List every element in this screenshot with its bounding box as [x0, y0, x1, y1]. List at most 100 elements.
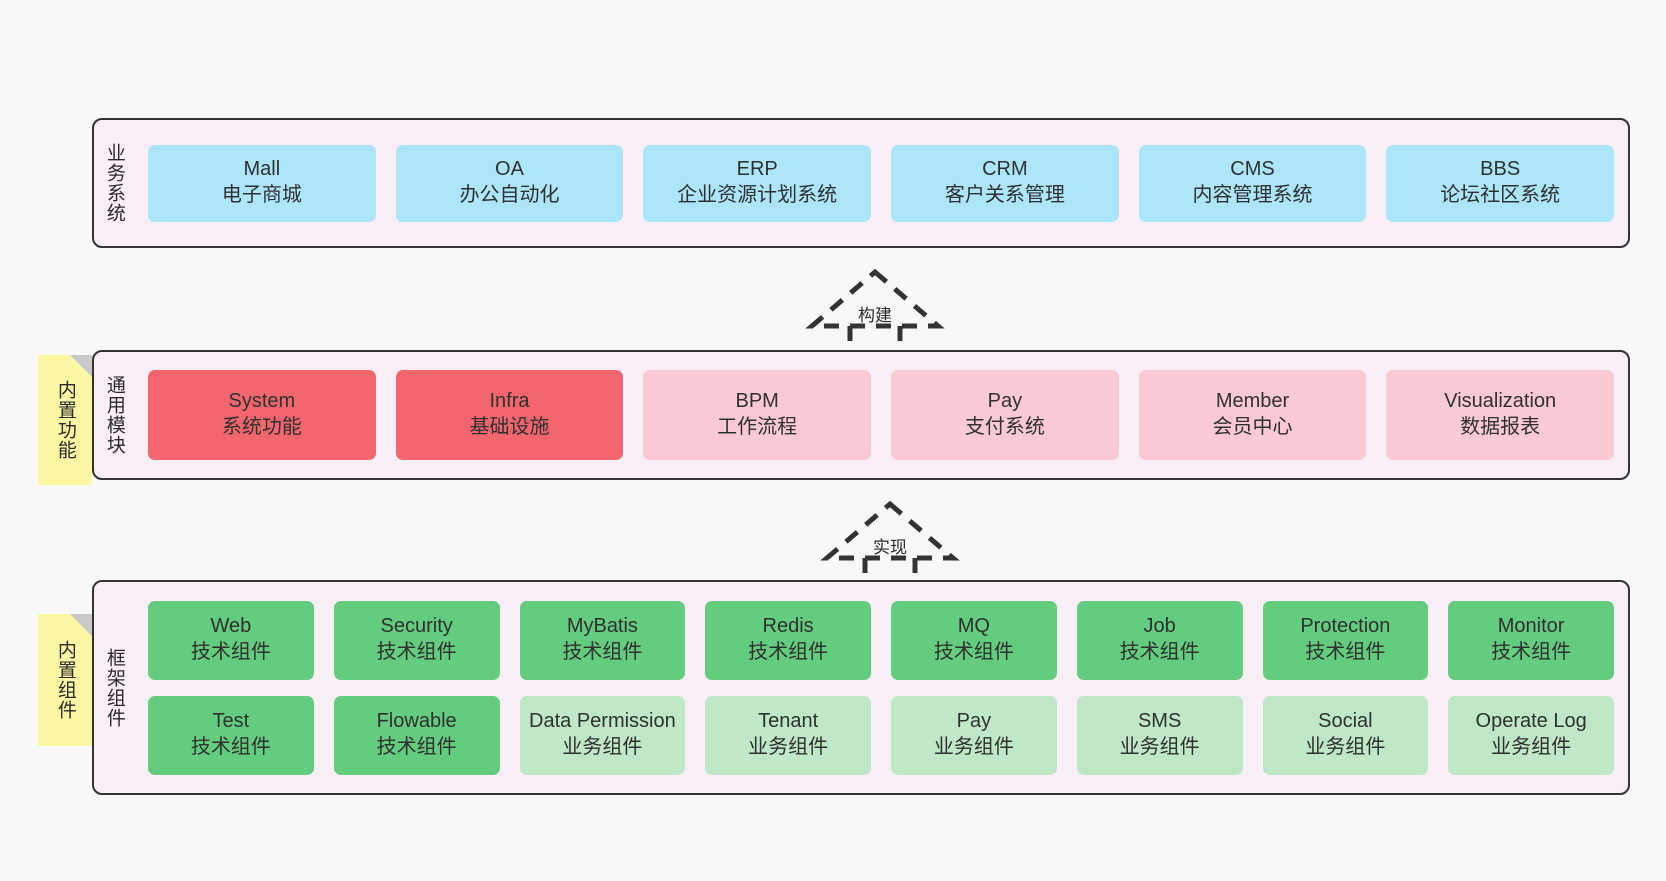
- card-mq-desc: 技术组件: [933, 641, 1014, 663]
- card-operate-log-desc: 业务组件: [1491, 736, 1572, 758]
- card-tenant-desc: 业务组件: [748, 736, 829, 758]
- layer-common-modules: 通用模块 System 系统功能 Infra 基础设施 BPM 工作流程 Pay…: [92, 350, 1630, 480]
- card-job[interactable]: Job 技术组件: [1076, 600, 1243, 680]
- framework-components-row-2: Test 技术组件 Flowable 技术组件 Data Permission …: [148, 695, 1614, 775]
- card-web-name: Web: [210, 615, 252, 638]
- layer-business-systems-label: 业务系统: [103, 143, 125, 223]
- card-crm-name: CRM: [982, 158, 1028, 181]
- card-oa[interactable]: OA 办公自动化: [395, 144, 624, 222]
- common-modules-row: System 系统功能 Infra 基础设施 BPM 工作流程 Pay 支付系统…: [148, 370, 1615, 460]
- implement-connector-label: 实现: [873, 538, 907, 557]
- card-erp-name: ERP: [736, 158, 778, 181]
- card-monitor-desc: 技术组件: [1491, 641, 1572, 663]
- card-protection-desc: 技术组件: [1305, 641, 1386, 663]
- card-test-name: Test: [212, 710, 250, 733]
- card-flowable-desc: 技术组件: [376, 736, 457, 758]
- card-flowable[interactable]: Flowable 技术组件: [333, 695, 500, 775]
- card-cms[interactable]: CMS 内容管理系统: [1138, 144, 1367, 222]
- card-crm[interactable]: CRM 客户关系管理: [891, 144, 1119, 222]
- card-erp[interactable]: ERP 企业资源计划系统: [643, 144, 872, 222]
- card-redis-name: Redis: [762, 615, 814, 638]
- implement-connector: 实现: [815, 500, 965, 591]
- card-web-desc: 技术组件: [190, 641, 271, 663]
- layer-framework-components-label: 框架组件: [103, 647, 125, 728]
- layer-framework-components-body: Web 技术组件 Security 技术组件 MyBatis 技术组件 Redi…: [134, 582, 1628, 793]
- card-security[interactable]: Security 技术组件: [333, 600, 500, 680]
- layer-common-modules-body: System 系统功能 Infra 基础设施 BPM 工作流程 Pay 支付系统…: [134, 352, 1628, 478]
- card-member-name: Member: [1215, 390, 1290, 413]
- card-pay-module[interactable]: Pay 支付系统: [891, 370, 1119, 460]
- card-visualization-desc: 数据报表: [1460, 416, 1541, 438]
- card-tenant[interactable]: Tenant 业务组件: [705, 695, 871, 775]
- card-bbs-desc: 论坛社区系统: [1440, 184, 1561, 206]
- business-systems-row: Mall 电子商城 OA 办公自动化 ERP 企业资源计划系统 CRM 客户关系…: [148, 144, 1615, 222]
- card-redis-desc: 技术组件: [748, 641, 829, 663]
- card-mall[interactable]: Mall 电子商城: [148, 144, 376, 222]
- card-test[interactable]: Test 技术组件: [148, 695, 314, 775]
- card-data-permission[interactable]: Data Permission 业务组件: [519, 695, 686, 775]
- card-bpm[interactable]: BPM 工作流程: [643, 370, 872, 460]
- framework-components-row-1: Web 技术组件 Security 技术组件 MyBatis 技术组件 Redi…: [148, 600, 1614, 680]
- note-fold-icon: [70, 355, 92, 377]
- card-mybatis[interactable]: MyBatis 技术组件: [519, 600, 686, 680]
- card-erp-desc: 企业资源计划系统: [677, 184, 838, 206]
- card-sms-desc: 业务组件: [1119, 736, 1200, 758]
- layer-common-modules-label: 通用模块: [103, 375, 125, 455]
- note-builtin-features-label: 内置功能: [54, 380, 76, 460]
- card-mybatis-name: MyBatis: [566, 615, 638, 638]
- card-pay-component-desc: 业务组件: [933, 736, 1014, 758]
- build-connector-label: 构建: [858, 306, 892, 325]
- card-mall-name: Mall: [243, 158, 281, 181]
- build-connector: 构建: [800, 268, 950, 359]
- card-pay-component[interactable]: Pay 业务组件: [891, 695, 1057, 775]
- card-operate-log[interactable]: Operate Log 业务组件: [1448, 695, 1614, 775]
- card-monitor-name: Monitor: [1497, 615, 1565, 638]
- card-social-desc: 业务组件: [1305, 736, 1386, 758]
- card-sms[interactable]: SMS 业务组件: [1076, 695, 1243, 775]
- card-flowable-name: Flowable: [376, 710, 457, 733]
- card-job-desc: 技术组件: [1119, 641, 1200, 663]
- card-infra[interactable]: Infra 基础设施: [395, 370, 624, 460]
- layer-business-systems-body: Mall 电子商城 OA 办公自动化 ERP 企业资源计划系统 CRM 客户关系…: [134, 120, 1628, 246]
- card-oa-name: OA: [495, 158, 524, 181]
- note-builtin-components: 内置组件: [38, 614, 92, 746]
- card-infra-name: Infra: [489, 390, 530, 413]
- card-infra-desc: 基础设施: [469, 416, 550, 438]
- card-mall-desc: 电子商城: [221, 184, 302, 206]
- card-member[interactable]: Member 会员中心: [1138, 370, 1367, 460]
- card-social-name: Social: [1318, 710, 1373, 733]
- layer-business-systems: 业务系统 Mall 电子商城 OA 办公自动化 ERP 企业资源计划系统 CRM…: [92, 118, 1630, 248]
- card-bpm-name: BPM: [735, 390, 779, 413]
- card-pay-module-desc: 支付系统: [964, 416, 1045, 438]
- card-visualization-name: Visualization: [1444, 390, 1557, 413]
- card-job-name: Job: [1143, 615, 1176, 638]
- note-builtin-features: 内置功能: [38, 355, 92, 485]
- layer-framework-components: 框架组件 Web 技术组件 Security 技术组件 MyBatis 技术组件…: [92, 580, 1630, 795]
- card-visualization[interactable]: Visualization 数据报表: [1386, 370, 1615, 460]
- card-web[interactable]: Web 技术组件: [148, 600, 314, 680]
- card-security-name: Security: [380, 615, 453, 638]
- card-system-desc: 系统功能: [221, 416, 302, 438]
- card-cms-name: CMS: [1230, 158, 1275, 181]
- card-protection-name: Protection: [1300, 615, 1391, 638]
- card-system[interactable]: System 系统功能: [148, 370, 376, 460]
- card-mq[interactable]: MQ 技术组件: [891, 600, 1057, 680]
- card-sms-name: SMS: [1137, 710, 1182, 733]
- card-data-permission-desc: 业务组件: [562, 736, 643, 758]
- card-protection[interactable]: Protection 技术组件: [1262, 600, 1429, 680]
- card-mq-name: MQ: [957, 615, 990, 638]
- card-crm-desc: 客户关系管理: [944, 184, 1065, 206]
- note-builtin-components-label: 内置组件: [54, 640, 76, 720]
- note-fold-icon: [70, 614, 92, 636]
- card-member-desc: 会员中心: [1212, 416, 1293, 438]
- card-redis[interactable]: Redis 技术组件: [705, 600, 871, 680]
- card-monitor[interactable]: Monitor 技术组件: [1448, 600, 1614, 680]
- card-bbs[interactable]: BBS 论坛社区系统: [1386, 144, 1615, 222]
- card-pay-component-name: Pay: [956, 710, 992, 733]
- card-bbs-name: BBS: [1480, 158, 1521, 181]
- card-operate-log-name: Operate Log: [1475, 710, 1587, 733]
- card-security-desc: 技术组件: [376, 641, 457, 663]
- card-social[interactable]: Social 业务组件: [1262, 695, 1429, 775]
- card-bpm-desc: 工作流程: [717, 416, 798, 438]
